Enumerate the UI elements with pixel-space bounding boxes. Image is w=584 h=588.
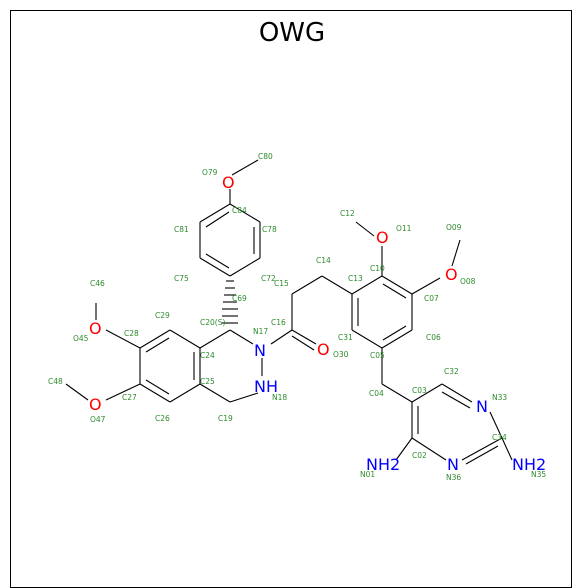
atom-label: N01 bbox=[360, 470, 375, 479]
nh2-left: NH2 bbox=[366, 455, 400, 474]
atom-label: N35 bbox=[531, 470, 546, 479]
o-carbonyl: O bbox=[317, 340, 330, 359]
atom-label: C29 bbox=[155, 311, 170, 320]
bond-lines bbox=[65, 159, 513, 465]
atom-label: C03 bbox=[412, 386, 427, 395]
atom-label: C19 bbox=[218, 414, 233, 423]
atom-label: O45 bbox=[73, 334, 89, 343]
n-pyrimidine-n36: N bbox=[447, 455, 459, 474]
atom-label: O47 bbox=[90, 415, 106, 424]
atom-label: O09 bbox=[446, 223, 462, 232]
atom-label: O08 bbox=[460, 277, 476, 286]
atom-label: C07 bbox=[424, 294, 439, 303]
atom-label: N33 bbox=[492, 393, 507, 402]
o-methoxy-ring-top: O bbox=[376, 228, 389, 247]
n-pyrimidine-n33: N bbox=[476, 397, 488, 416]
diagram-frame bbox=[10, 10, 572, 588]
stereo-hash-bond bbox=[222, 280, 238, 324]
atom-label: C16 bbox=[271, 318, 286, 327]
n-ring-nh: NH bbox=[254, 377, 278, 396]
atom-label: C02 bbox=[412, 451, 427, 460]
diagram-title: OWG bbox=[258, 18, 326, 48]
atom-label: C78 bbox=[262, 225, 277, 234]
atom-label: C69 bbox=[232, 294, 247, 303]
atom-label: C10 bbox=[370, 264, 385, 273]
atom-label: C26 bbox=[155, 414, 170, 423]
atom-label: C46 bbox=[90, 279, 105, 288]
o-methoxy-ring-right: O bbox=[445, 265, 458, 284]
atom-label: C14 bbox=[316, 256, 331, 265]
o-methoxy-left-upper: O bbox=[89, 319, 102, 338]
o-methoxy-top: O bbox=[222, 173, 235, 192]
atom-label: C80 bbox=[258, 152, 273, 161]
o-methoxy-left-lower: O bbox=[89, 395, 102, 414]
atom-label: C72 bbox=[261, 274, 276, 283]
nh2-right: NH2 bbox=[512, 455, 546, 474]
atom-label: C15 bbox=[274, 279, 289, 288]
atom-label: C05 bbox=[370, 351, 385, 360]
atom-label: N17 bbox=[253, 327, 268, 336]
atom-label: C06 bbox=[426, 333, 441, 342]
atom-label: O30 bbox=[333, 350, 349, 359]
atom-label: C12 bbox=[340, 209, 355, 218]
atom-label: C34 bbox=[492, 433, 507, 442]
atom-label: C81 bbox=[174, 225, 189, 234]
atom-label: O11 bbox=[396, 224, 412, 233]
atom-label: C28 bbox=[124, 329, 139, 338]
atom-label: C20(S) bbox=[200, 318, 225, 327]
atom-label: C84 bbox=[232, 206, 247, 215]
atom-label: C13 bbox=[348, 274, 363, 283]
atom-number-labels: O79 C80 C84 C81 C78 C75 C72 C69 C46 O45 … bbox=[48, 152, 546, 482]
atom-label: C27 bbox=[122, 393, 137, 402]
atom-label: C75 bbox=[174, 274, 189, 283]
atom-label: C32 bbox=[444, 367, 459, 376]
atom-label: C25 bbox=[200, 377, 215, 386]
atom-label: C04 bbox=[369, 389, 384, 398]
n-ring-n17: N bbox=[254, 341, 266, 360]
atom-label: N18 bbox=[272, 393, 287, 402]
atom-label: C24 bbox=[200, 351, 215, 360]
atom-label: C31 bbox=[338, 333, 353, 342]
heteroatom-labels: O O O O O O N NH N N NH2 NH2 bbox=[89, 173, 546, 474]
atom-label: O79 bbox=[202, 168, 218, 177]
atom-label: N36 bbox=[446, 473, 461, 482]
atom-label: C48 bbox=[48, 377, 63, 386]
